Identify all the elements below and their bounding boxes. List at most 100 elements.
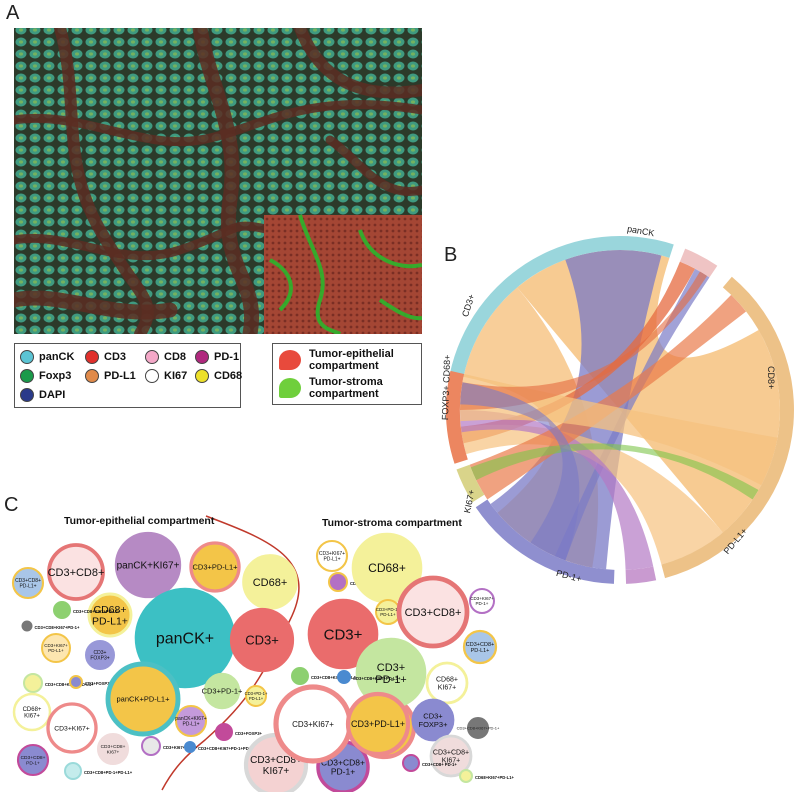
bubble-label: PD-L1+ xyxy=(92,615,128,627)
bubble-label: CD3+PD-1+ xyxy=(376,607,401,612)
dapi-swatch xyxy=(20,388,34,402)
chord-label-cd8: CD8+ xyxy=(766,366,776,390)
foxp3-swatch xyxy=(20,369,34,383)
legend-panck: panCK xyxy=(20,350,74,364)
bubble-label: CD3+CD8+ xyxy=(21,755,46,761)
compartment-overlay xyxy=(264,215,422,334)
chord-sector-arcs xyxy=(446,235,795,584)
bubble-label: PD-1+ xyxy=(26,760,40,766)
bubble-label: PD-L1+ xyxy=(471,648,490,654)
bubble-label: CD3+ xyxy=(423,712,443,721)
legend-foxp3: Foxp3 xyxy=(20,369,71,383)
bubble-label: PD-L1+ xyxy=(323,557,340,563)
chord-sector-arc xyxy=(625,566,657,584)
stroma-band xyxy=(14,221,275,261)
bubble-label: KI67+ xyxy=(24,713,40,719)
bubble-label: CD68+ xyxy=(94,604,127,616)
bubble xyxy=(46,702,98,754)
legend-pd1: PD-1 xyxy=(195,350,239,364)
bubble-label: CD3+CD8+ xyxy=(101,744,126,750)
bubble xyxy=(105,661,181,737)
bubble xyxy=(402,754,420,772)
bubble xyxy=(345,691,411,757)
chord-ribbon xyxy=(459,374,778,486)
bubble xyxy=(21,620,33,632)
stroma-mask-region xyxy=(378,298,422,321)
bubble-label: CD3+CD8+KI67+PD-L1+ xyxy=(353,676,401,681)
bubble-label: KI67+ xyxy=(438,684,457,691)
title-epithelial-compartment: Tumor-epithelial compartment xyxy=(64,515,215,527)
bubble-label: CD3+CD8+ xyxy=(405,607,462,619)
chord-sector-arc xyxy=(456,464,485,503)
bubble-label: CD3+ xyxy=(94,650,107,656)
panel-a-label: A xyxy=(6,2,20,24)
legend-cd68: CD68 xyxy=(195,369,242,383)
stroma-mask-region xyxy=(358,229,422,269)
stroma-mask-regions xyxy=(269,214,422,334)
chord-sector-arc xyxy=(446,370,468,464)
bubble xyxy=(429,734,473,778)
bubble xyxy=(23,673,43,693)
cd3-swatch xyxy=(85,350,99,364)
pd1-swatch xyxy=(195,350,209,364)
pdl1-swatch xyxy=(85,369,99,383)
bubble-label: CD3+FOXP3+ xyxy=(235,731,263,736)
bubble xyxy=(53,601,71,619)
bubble-label: PD-L1+ xyxy=(19,584,36,590)
legend-cd8: CD8 xyxy=(145,350,186,364)
bubble-label: CD3+CD8+PD-1+PD-L1+ xyxy=(84,770,133,775)
bubble xyxy=(189,541,241,593)
ki67-swatch xyxy=(145,369,159,383)
bubble-label: CD3+CD8+KI67+PD-1+PD-L1+ xyxy=(198,746,258,751)
bubble xyxy=(229,607,295,673)
bubble xyxy=(215,723,233,741)
marker-legend: panCK CD3 CD8 PD-1 Foxp3 PD-L1 KI67 CD68… xyxy=(14,343,242,408)
bubble-label: FOXP3+ xyxy=(90,656,109,662)
chord-ribbon xyxy=(554,268,710,561)
microscopy-image xyxy=(14,28,422,334)
chord-diagram xyxy=(446,235,795,584)
bubble-label: CD3+KI67+ xyxy=(44,643,68,648)
bubble xyxy=(41,633,71,663)
bubble-label: PD-1+ xyxy=(375,674,407,686)
bubble xyxy=(462,629,498,665)
bubble-label: CD3+PD-1+ xyxy=(202,687,243,696)
bubble-label: CD3+KI67+ xyxy=(292,720,334,729)
bubble-label: CD3+KI67+ xyxy=(470,596,494,601)
bubble-label: CD68+ xyxy=(253,577,288,589)
bubble xyxy=(245,685,267,707)
bubble-label: panCK+PD-L1+ xyxy=(117,695,171,704)
bubble-label: CD3+PD-L1+ xyxy=(351,719,405,729)
bubble-label: CD68+ xyxy=(368,561,406,575)
bubble-label: PD-L1+ xyxy=(182,722,199,728)
bubble-label: CD3+CD8+ xyxy=(466,642,494,648)
cd8-swatch xyxy=(145,350,159,364)
stroma-band xyxy=(14,290,178,320)
bubble-label: PD-1+ xyxy=(331,767,355,777)
bubble xyxy=(467,717,489,739)
bubble xyxy=(337,670,351,684)
bubble-label: CD68+ xyxy=(23,707,42,713)
stroma-mask-region xyxy=(298,214,342,334)
chord-sector-arc xyxy=(475,499,615,584)
bubble xyxy=(425,661,469,705)
bubble-label: CD3+CD8+KI67+PD-L1+ xyxy=(73,609,121,614)
bubble xyxy=(469,588,495,614)
chord-sector-arc xyxy=(661,276,795,579)
bubble-label: KI67+ xyxy=(442,757,461,764)
legend-dapi: DAPI xyxy=(20,388,65,402)
bubble xyxy=(64,762,82,780)
bubble-label: CD68+ xyxy=(436,677,458,684)
bubble xyxy=(291,667,309,685)
title-stroma-compartment: Tumor-stroma compartment xyxy=(322,517,462,529)
bubble xyxy=(11,566,45,600)
chord-ribbon xyxy=(460,382,580,561)
panel-c-label: C xyxy=(4,494,19,516)
bubble-label: CD3+KI67+PD-1+ xyxy=(163,745,198,750)
bubble-label: CD3+PD-L1+ xyxy=(192,563,238,572)
bubble-label: CD3+CD8+ PD-1+ xyxy=(422,762,457,767)
bubble-label: CD3+CD8+KI67+PD-L1+ xyxy=(311,675,359,680)
